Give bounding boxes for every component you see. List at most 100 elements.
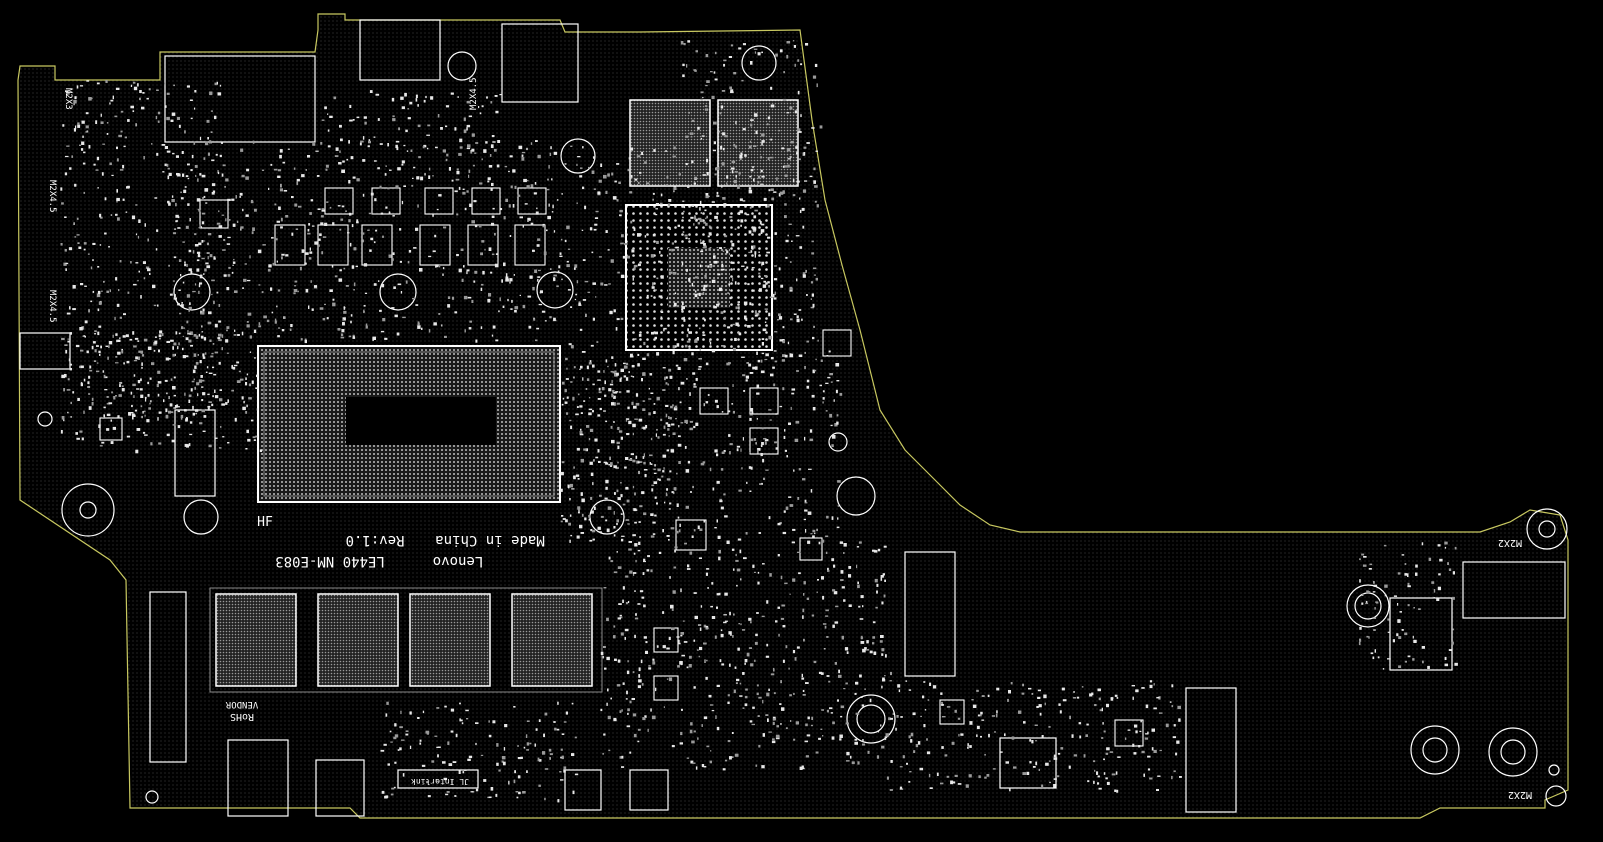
smd-pad <box>654 214 658 216</box>
smd-pad <box>600 708 603 712</box>
smd-pad <box>637 603 641 605</box>
smd-pad <box>622 503 626 506</box>
smd-pad <box>190 344 193 347</box>
smd-pad <box>173 342 177 346</box>
silk-screw-r1: M2X2 <box>1498 537 1522 548</box>
smd-pad <box>877 548 881 552</box>
smd-pad <box>867 750 870 754</box>
smd-pad <box>372 336 376 340</box>
smd-pad <box>624 466 627 469</box>
smd-pad <box>554 727 557 731</box>
smd-pad <box>139 90 142 93</box>
smd-pad <box>764 321 767 323</box>
smd-pad <box>671 627 675 631</box>
smd-pad <box>546 229 548 232</box>
smd-pad <box>604 394 607 397</box>
smd-pad <box>698 557 702 559</box>
smd-pad <box>417 321 420 324</box>
smd-pad <box>1153 749 1157 753</box>
smd-pad <box>643 469 648 471</box>
smd-pad <box>1103 730 1106 733</box>
smd-pad <box>594 438 598 442</box>
smd-pad <box>761 51 763 54</box>
smd-pad <box>569 514 572 517</box>
smd-pad <box>1157 775 1161 777</box>
smd-pad <box>733 568 735 571</box>
smd-pad <box>950 780 953 785</box>
smd-pad <box>72 308 76 311</box>
smd-pad <box>659 251 661 254</box>
smd-pad <box>364 292 368 294</box>
smd-pad <box>173 232 176 235</box>
smd-pad <box>605 420 608 423</box>
smd-pad <box>155 115 158 120</box>
smd-pad <box>737 301 740 303</box>
smd-pad <box>1031 740 1034 744</box>
smd-pad <box>746 266 749 269</box>
smd-pad <box>502 761 506 766</box>
smd-pad <box>256 408 259 411</box>
smd-pad <box>677 366 681 370</box>
smd-pad <box>874 578 878 583</box>
smd-pad <box>486 96 488 99</box>
smd-pad <box>432 175 434 177</box>
smd-pad <box>185 175 189 178</box>
smd-pad <box>683 358 688 362</box>
smd-pad <box>1153 683 1155 686</box>
smd-pad <box>615 466 619 469</box>
smd-pad <box>873 651 877 655</box>
smd-pad <box>616 402 620 405</box>
smd-pad <box>1171 684 1174 688</box>
smd-pad <box>186 417 188 421</box>
smd-pad <box>595 210 599 213</box>
smd-pad <box>789 353 794 358</box>
smd-pad <box>203 273 205 275</box>
smd-pad <box>665 382 668 385</box>
smd-pad <box>577 478 580 480</box>
silk-origin: Made in China <box>435 532 545 548</box>
smd-pad <box>940 692 943 695</box>
smd-pad <box>227 236 231 239</box>
smd-pad <box>312 143 316 146</box>
smd-pad <box>564 388 567 393</box>
smd-pad <box>590 496 593 500</box>
smd-pad <box>617 445 620 450</box>
smd-pad <box>924 709 927 711</box>
smd-pad <box>757 359 761 363</box>
silk-model: LE440 NM-E083 <box>275 553 385 569</box>
smd-pad <box>926 751 931 755</box>
smd-pad <box>167 200 170 204</box>
smd-pad <box>755 366 758 370</box>
smd-pad <box>197 253 200 256</box>
smd-pad <box>100 345 102 349</box>
smd-pad <box>352 336 356 339</box>
smd-pad <box>695 218 698 221</box>
smd-pad <box>814 532 816 535</box>
smd-pad <box>1139 730 1142 732</box>
smd-pad <box>148 407 151 410</box>
smd-pad <box>475 142 479 144</box>
smd-pad <box>218 320 222 323</box>
smd-pad <box>529 742 532 745</box>
smd-pad <box>205 371 208 373</box>
smd-pad <box>557 799 560 803</box>
smd-pad <box>705 572 708 576</box>
smd-pad <box>1141 750 1145 754</box>
smd-pad <box>611 172 614 176</box>
smd-pad <box>670 405 673 409</box>
smd-pad <box>1404 632 1408 636</box>
smd-pad <box>1087 780 1090 783</box>
smd-pad <box>359 142 362 146</box>
smd-pad <box>305 169 307 171</box>
smd-pad <box>631 365 635 368</box>
smd-pad <box>662 454 667 458</box>
smd-pad <box>771 197 775 201</box>
smd-pad <box>726 540 730 544</box>
smd-pad <box>769 419 772 421</box>
smd-pad <box>676 472 678 475</box>
smd-pad <box>702 174 706 176</box>
smd-pad <box>591 251 594 254</box>
smd-pad <box>80 365 84 369</box>
smd-pad <box>727 326 731 329</box>
smd-pad <box>752 226 756 230</box>
